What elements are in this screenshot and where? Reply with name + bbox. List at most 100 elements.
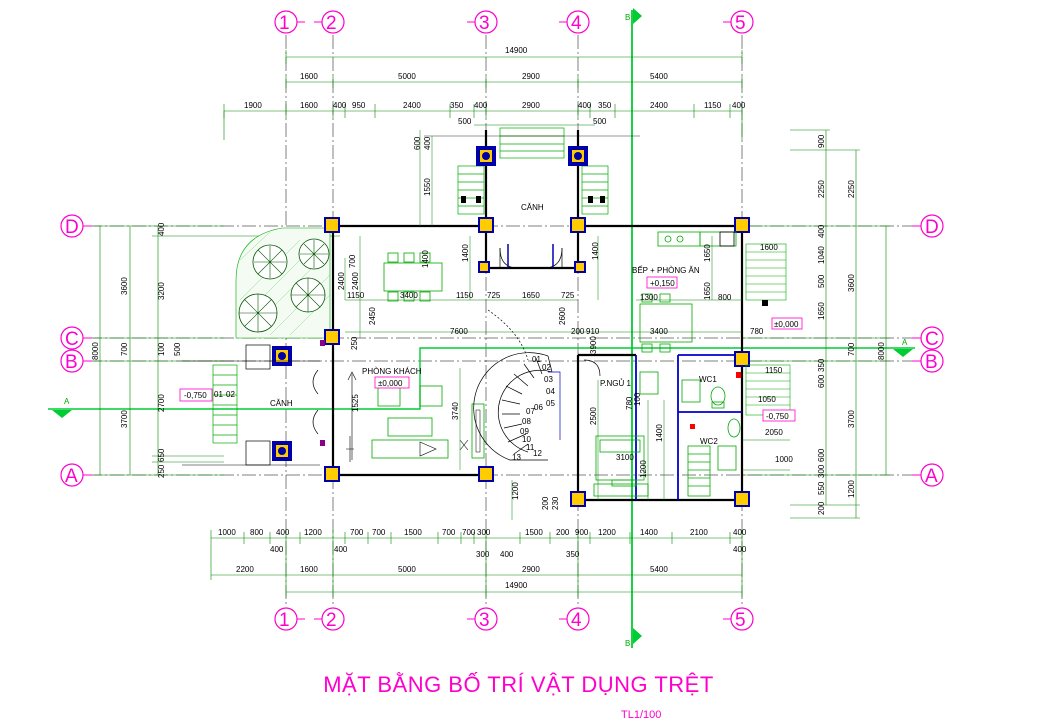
axis-label: C [65,329,79,350]
dim-text: 2450 [368,307,377,325]
dim-text: 3200 [157,282,166,300]
dim-text: 1400 [655,424,664,442]
room-label-wc2: WC2 [700,437,718,446]
dim-text: 1150 [765,366,783,375]
room-label-wc1: WC1 [699,375,717,384]
dim-text: 400 [732,101,746,110]
dim-text: 700 [442,528,456,537]
structural-columns [324,217,750,507]
dim-text: 900 [817,134,826,148]
stair-number: 13 [512,453,521,462]
dim-text: 910 [586,327,600,336]
dim-text: 2900 [522,72,540,81]
dim-text: 2400 [403,101,421,110]
dim-text: 3600 [120,277,129,295]
dim-text: 1650 [817,302,826,320]
dim-text: 200 [541,496,550,510]
dim-text: 350 [817,358,826,372]
dim-text: 3100 [616,453,634,462]
dim-text: 200 [556,528,570,537]
level-text: -0,750 [766,412,789,421]
dim-text: 5400 [650,565,668,574]
axis-label: 2 [326,610,337,631]
dim-text: 400 [733,528,747,537]
axis-bubbles-bottom: 1 2 3 4 5 [274,607,754,631]
dimension-text-left: 400 3600 3200 8000 700 100 500 2700 3700… [91,222,182,478]
dim-text: 1650 [703,244,712,262]
dim-text: 8000 [877,342,886,360]
dimension-text-top: 14900 1600 5000 2900 5400 1900 1600 400 … [244,46,746,126]
dim-text: 14900 [505,581,528,590]
axis-D-right: D [912,214,944,238]
garden-landscape [235,227,331,339]
dim-text: 400 [500,550,514,559]
level-text: +0,150 [650,279,675,288]
dimension-text-right: 900 2250 2250 400 1040 3600 500 1650 800… [817,134,886,515]
level-tag-side: ±0,000 [771,317,803,330]
axis-2-bottom: 2 [314,607,345,631]
dim-text: 2250 [847,180,856,198]
stair-number: 09 [520,427,529,436]
dim-text: 400 [423,136,432,150]
dim-text: 2400 [351,272,360,290]
dim-text: 3600 [847,274,856,292]
column-porch-left-mini-2 [272,441,292,461]
stair-number: 04 [546,387,555,396]
dim-text: 950 [352,101,366,110]
dim-text: 1200 [304,528,322,537]
dim-text: 350 [566,550,580,559]
dim-text: 400 [333,101,347,110]
dim-text: 400 [334,545,348,554]
dim-text: 700 [348,254,357,268]
spiral-stair [473,309,561,461]
axis-label: 3 [479,610,490,631]
dim-text: 1150 [456,291,474,300]
dim-text: 700 [847,342,856,356]
axis-1-top: 1 [274,10,305,34]
dim-text: 1150 [704,101,722,110]
dim-text: 700 [462,528,476,537]
dim-text: 1150 [347,291,365,300]
axis-bubbles-left: D C B A [60,214,92,487]
dim-text: 500 [173,342,182,356]
room-label-living: PHÒNG KHÁCH [362,367,422,376]
dim-text: 1600 [300,101,318,110]
dim-text: 5000 [398,72,416,81]
dim-text: 300 [817,464,826,478]
axis-label: 4 [571,610,582,631]
drawing-scale: TL1/100 [621,709,662,721]
wc-markers [690,372,741,429]
dimension-lines-right [742,129,890,519]
dim-text: 1650 [522,291,540,300]
axis-label: 4 [571,13,582,34]
axis-label: 3 [479,13,490,34]
section-marker: A [902,338,908,347]
dim-text: 2700 [157,394,166,412]
dim-text: 250 [350,336,359,350]
dim-text: 1600 [300,72,318,81]
dim-text: 1200 [598,528,616,537]
dimension-lines-bottom [210,530,743,597]
drawing-title: MẶT BẰNG BỐ TRÍ VẬT DỤNG TRỆT [323,672,714,697]
dim-text: 400 [817,224,826,238]
dim-text: 100 [633,392,642,406]
level-text: ±0,000 [774,320,799,329]
dim-text: 2400 [650,101,668,110]
column-porch-left [476,146,496,166]
section-marker: A [64,397,70,406]
dimension-lines-left [94,225,340,476]
dim-text: 1400 [421,250,430,268]
stair-numbers: 01 02 03 04 05 06 07 08 09 10 11 12 13 [512,355,555,462]
dim-text: 2900 [522,101,540,110]
dim-text: 3400 [400,291,418,300]
axis-label: C [925,329,939,350]
section-line-b: B B [625,8,642,648]
dim-text: 250 [157,464,166,478]
section-marker: B [625,639,630,648]
dim-text: 500 [458,117,472,126]
axis-label: B [65,352,78,373]
dim-text: 2050 [765,428,783,437]
axis-C-right: C [912,326,944,350]
axis-label: 5 [735,610,746,631]
